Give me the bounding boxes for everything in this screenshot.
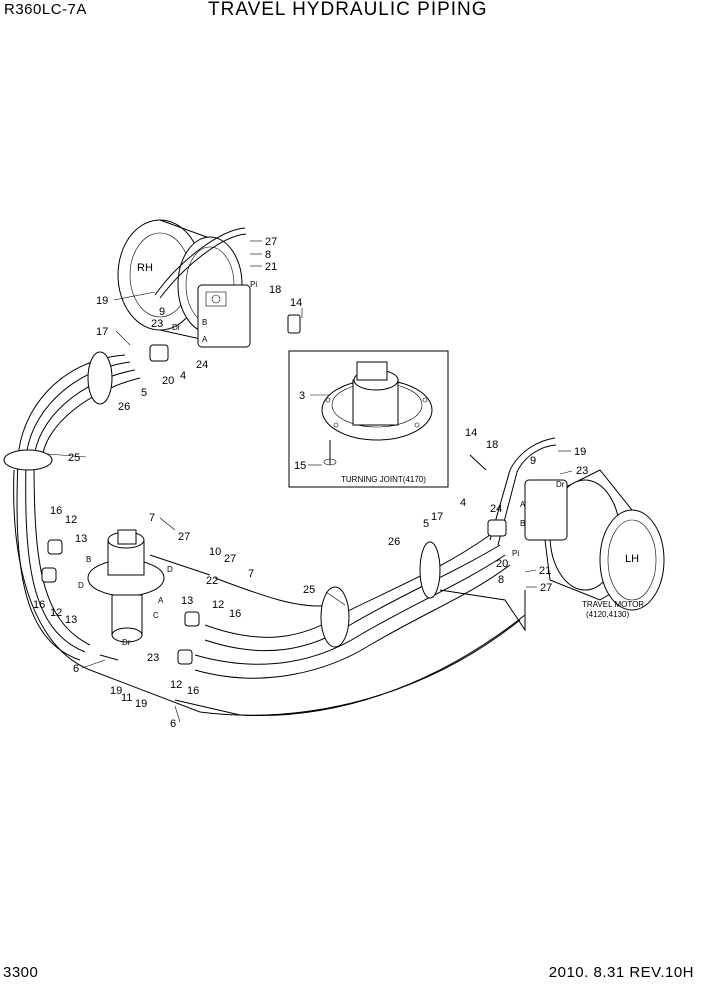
callout-4: 4	[180, 370, 186, 382]
callout-10: 10	[209, 546, 221, 558]
inset-label: TURNING JOINT(4170)	[341, 475, 426, 484]
callout-26-lh: 26	[388, 536, 400, 548]
callout-8: 8	[265, 249, 271, 261]
port-pi-lh: Pi	[512, 549, 519, 558]
callout-26: 26	[118, 401, 130, 413]
callout-12-d: 12	[170, 679, 182, 691]
callout-19-tj: 19	[110, 685, 122, 697]
callout-5: 5	[141, 387, 147, 399]
turning-joint	[87, 529, 165, 643]
rh-label: RH	[137, 262, 153, 274]
callout-27-tj: 27	[178, 531, 190, 543]
lh-travel-motor: LH TRAVEL MOTOR (4120,4130)	[524, 469, 665, 619]
port-a-rh: A	[202, 335, 208, 344]
callout-12-b: 12	[50, 607, 62, 619]
callout-20: 20	[162, 375, 174, 387]
callout-19: 19	[96, 295, 108, 307]
callout-13-b: 13	[65, 614, 77, 626]
revision-date: 2010. 8.31 REV.10H	[548, 964, 694, 981]
callout-20-lh: 20	[496, 558, 508, 570]
port-b-tj: B	[86, 555, 91, 564]
callout-19-lh: 19	[574, 446, 586, 458]
callout-16-c: 16	[229, 608, 241, 620]
callout-23-tj: 23	[147, 652, 159, 664]
callout-7-b: 7	[248, 568, 254, 580]
callout-16-b: 16	[33, 599, 45, 611]
callout-18: 18	[269, 284, 281, 296]
callout-9: 9	[159, 306, 165, 318]
callout-6: 6	[73, 663, 79, 675]
rh-travel-motor: RH	[117, 219, 251, 348]
travel-motor-title: TRAVEL MOTOR	[582, 600, 644, 609]
lh-label: LH	[625, 553, 639, 565]
callout-12: 12	[65, 514, 77, 526]
callout-13: 13	[75, 533, 87, 545]
inset-turning-joint: TURNING JOINT(4170)	[288, 350, 449, 488]
page-number: 3300	[3, 964, 39, 981]
callouts: 27 8 21 18 14 19 9 23 17 24 4 20 5 26 25…	[33, 236, 588, 730]
callout-21: 21	[265, 261, 277, 273]
callout-23: 23	[151, 318, 163, 330]
callout-25: 25	[68, 452, 80, 464]
callout-17: 17	[96, 326, 108, 338]
port-dr-rh: Dr	[172, 323, 181, 332]
port-b-lh: B	[520, 519, 525, 528]
port-d-tj2: D	[167, 565, 173, 574]
callout-16-d: 16	[187, 685, 199, 697]
port-d-tj: D	[78, 581, 84, 590]
callout-27-lh: 27	[540, 582, 552, 594]
port-a-lh: A	[520, 500, 526, 509]
callout-16: 16	[50, 505, 62, 517]
callout-17-lh: 17	[431, 511, 443, 523]
callout-14-lh: 14	[465, 427, 477, 439]
callout-21-lh: 21	[539, 565, 551, 577]
port-dr-tj: Dr	[122, 638, 131, 647]
fittings	[41, 314, 507, 665]
page-title: TRAVEL HYDRAULIC PIPING	[208, 0, 488, 20]
callout-4-lh: 4	[460, 497, 466, 509]
callout-5-lh: 5	[423, 518, 429, 530]
callout-24-lh: 24	[490, 503, 502, 515]
callout-19-tj2: 19	[135, 698, 147, 710]
leader-lines	[47, 240, 573, 723]
travel-motor-ref: (4120,4130)	[586, 610, 629, 619]
model-code: R360LC-7A	[4, 1, 87, 18]
clamps	[3, 351, 441, 648]
callout-7: 7	[149, 512, 155, 524]
callout-22: 22	[206, 575, 218, 587]
port-pi-rh: Pi	[250, 280, 257, 289]
callout-12-c: 12	[212, 599, 224, 611]
callout-18-lh: 18	[486, 439, 498, 451]
callout-11: 11	[121, 692, 132, 704]
callout-8-lh: 8	[498, 574, 504, 586]
callout-6-b: 6	[170, 718, 176, 730]
callout-27: 27	[265, 236, 277, 248]
callout-15: 15	[294, 460, 306, 472]
hoses	[13, 227, 557, 717]
callout-25-lh: 25	[303, 584, 315, 596]
port-c-tj: C	[153, 611, 159, 620]
callout-9-lh: 9	[530, 455, 536, 467]
port-dr-lh: Dr	[556, 480, 565, 489]
callout-13-c: 13	[181, 595, 193, 607]
port-a-tj: A	[158, 596, 164, 605]
callout-24: 24	[196, 359, 208, 371]
callout-3: 3	[299, 390, 305, 402]
callout-23-lh: 23	[576, 465, 588, 477]
port-b-rh: B	[202, 318, 207, 327]
port-labels: Pi Dr B A A B Pi Dr Dr A C B D D	[78, 280, 565, 647]
callout-14: 14	[290, 297, 302, 309]
callout-27-tj2: 27	[224, 553, 236, 565]
